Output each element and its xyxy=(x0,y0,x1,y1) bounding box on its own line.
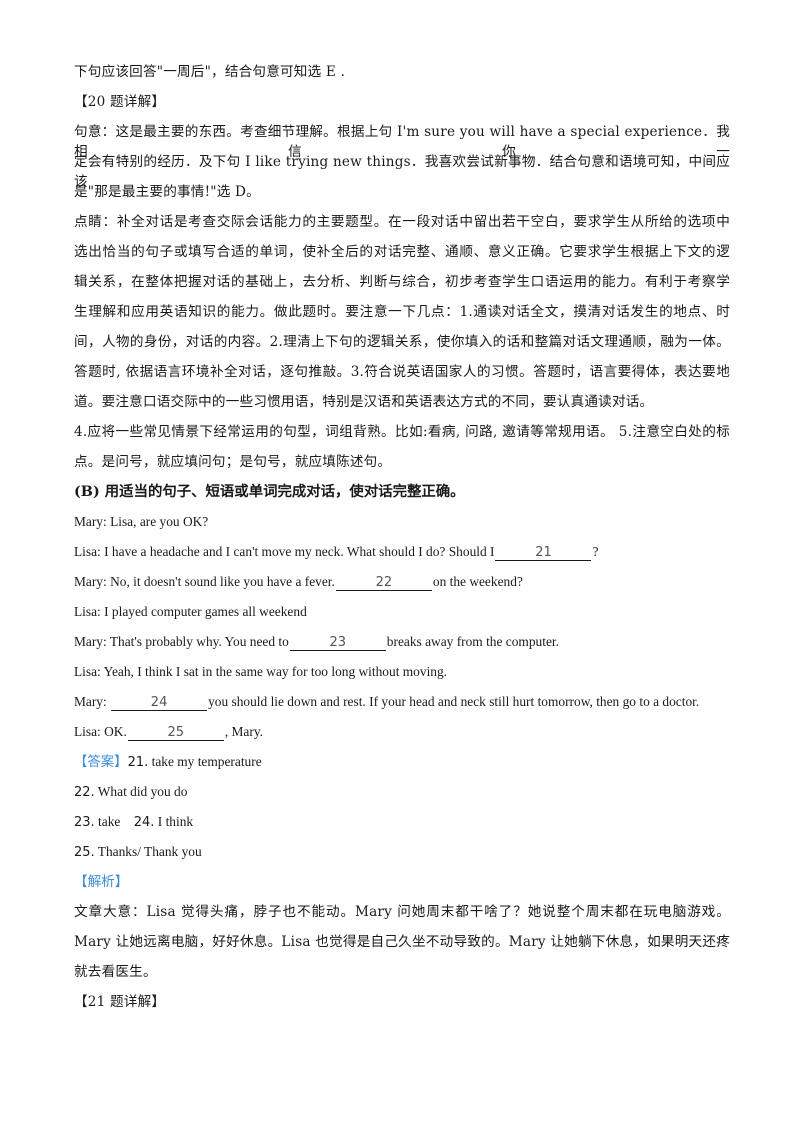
dialogue-line: Mary: No, it doesn't sound like you have… xyxy=(74,574,523,591)
blank-23[interactable]: 23 xyxy=(289,635,386,651)
blank-22[interactable]: 22 xyxy=(335,575,432,591)
answer-label: 【答案】 xyxy=(74,755,128,770)
answer-line: 23. take 24. I think xyxy=(74,814,194,830)
analysis-label-line: 【解析】 xyxy=(74,872,730,892)
answer-line: 【答案】21. take my temperature xyxy=(74,754,262,770)
dialogue-line: Lisa: I played computer games all weeken… xyxy=(74,604,307,619)
text-line: 辑关系，在整体把握对话的基础上，去分析、判断与综合，初步考查学生口语运用的能力。… xyxy=(74,274,730,290)
text-line: 答题时, 依据语言环境补全对话，逐句推敲。3.符合说英语国家人的习惯。答题时，语… xyxy=(74,364,730,380)
section-heading-21: 【21 题详解】 xyxy=(74,994,166,1010)
text-line: Mary 让她远离电脑，好好休息。Lisa 也觉得是自己久坐不动导致的。Mary… xyxy=(74,934,730,950)
dialogue-line: Mary: Lisa, are you OK? xyxy=(74,514,209,529)
text-line: 点。是问号，就应填问句；是句号，就应填陈述句。 xyxy=(74,454,392,470)
text-line: 道。要注意口语交际中的一些习惯用语，特别是汉语和英语表达方式的不同，要认真通读对… xyxy=(74,394,654,410)
blank-25[interactable]: 25 xyxy=(127,725,224,741)
text-line: 选出恰当的句子或填写合适的单词，使补全后的对话完整、通顺、意义正确。它要求学生根… xyxy=(74,244,730,260)
section-b-title: (B) 用适当的句子、短语或单词完成对话，使对话完整正确。 xyxy=(74,483,465,500)
text-line: 4.应将一些常见情景下经常运用的句型，词组背熟。比如:看病, 问路, 邀请等常规… xyxy=(74,424,730,440)
dialogue-line: Lisa: Yeah, I think I sat in the same wa… xyxy=(74,664,448,679)
text-line: 点睛：补全对话是考查交际会话能力的主要题型。在一段对话中留出若干空白，要求学生从… xyxy=(74,214,730,230)
text-line: 句意：这是最主要的东西。考查细节理解。根据上句 I'm sure you wil… xyxy=(74,124,730,160)
section-heading-20: 【20 题详解】 xyxy=(74,94,166,110)
blank-21[interactable]: 21 xyxy=(495,545,592,561)
text-line: 下句应该回答"一周后"，结合句意可知选 E . xyxy=(74,64,346,80)
text-line: 就去看医生。 xyxy=(74,964,157,980)
answer-line: 22. What did you do xyxy=(74,784,188,800)
text-line: 是"那是最主要的事情!"选 D。 xyxy=(74,184,260,200)
text-line: 定会有特别的经历．及下句 I like trying new things．我喜… xyxy=(74,154,730,190)
text-line: 生理解和应用英语知识的能力。做此题时。要注意一下几点：1.通读对话全文，摸清对话… xyxy=(74,304,730,320)
dialogue-line: Lisa: OK.25, Mary. xyxy=(74,724,263,741)
blank-24[interactable]: 24 xyxy=(111,695,208,711)
answer-line: 25. Thanks/ Thank you xyxy=(74,844,202,860)
dialogue-line: Lisa: I have a headache and I can't move… xyxy=(74,544,599,561)
text-line: 文章大意：Lisa 觉得头痛，脖子也不能动。Mary 问她周末都干啥了？她说整个… xyxy=(74,904,730,920)
text-line: 间，人物的身份，对话的内容。2.理清上下句的逻辑关系，使你填入的话和整篇对话文理… xyxy=(74,334,730,350)
analysis-label: 【解析】 xyxy=(74,874,129,890)
